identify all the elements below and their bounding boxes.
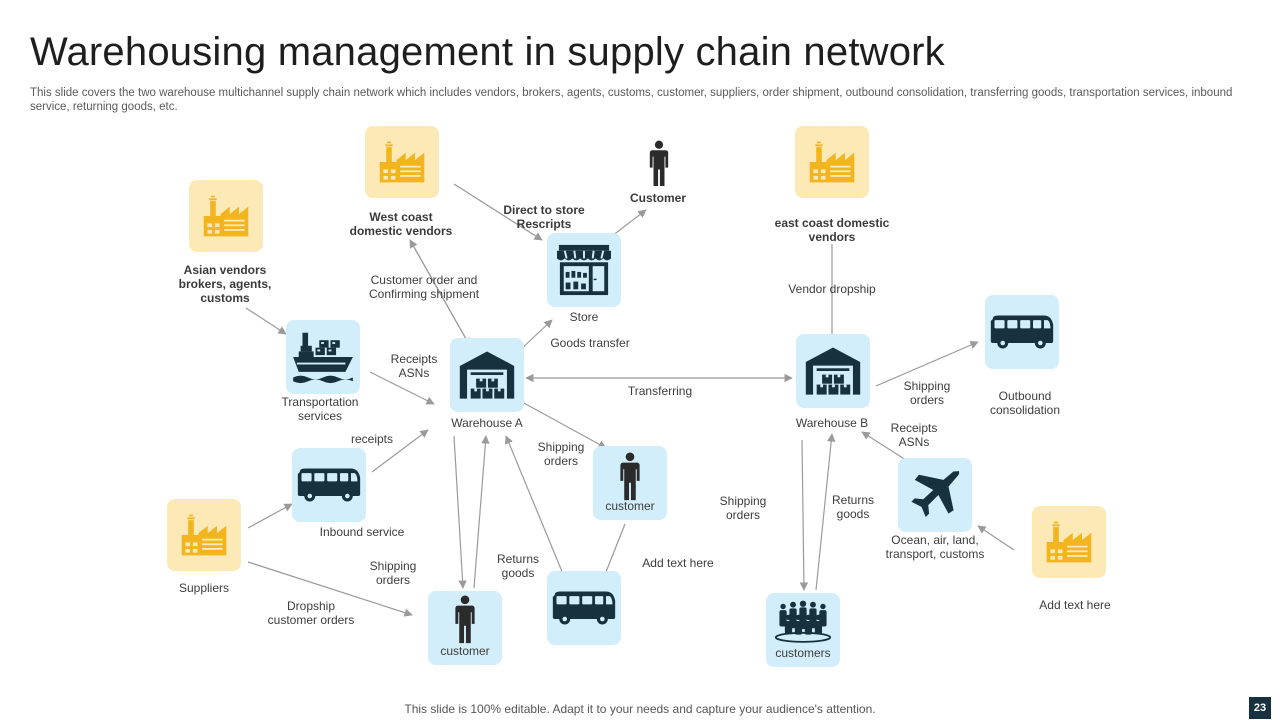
arrow-customer-bottom-to-warehouse-a: [473, 435, 490, 589]
returns-goods-b-label: Returns goods: [831, 493, 875, 521]
warehouse-icon: [804, 345, 862, 397]
arrow-ocean-to-warehouse-b: [861, 431, 907, 461]
inbound-label: Inbound service: [319, 525, 405, 539]
customer-mid-tile: [593, 446, 667, 520]
store-tile: [547, 233, 621, 307]
customer-mid-label: customer: [605, 499, 655, 513]
arrow-asian-to-transport: [245, 307, 287, 335]
transferring-label: Transferring: [627, 384, 693, 398]
customers-tile: [766, 593, 840, 667]
van-icon: [989, 313, 1055, 351]
person-icon: [648, 140, 670, 188]
arrow-warehouse-b-to-customers: [799, 439, 809, 591]
store-label: Store: [569, 310, 599, 324]
airplane-icon: [908, 468, 962, 522]
dropship-label: Dropship customer orders: [267, 599, 355, 627]
shipping-orders-b-label: Shipping orders: [719, 494, 767, 522]
factory-icon: [806, 139, 858, 185]
receipts-label: receipts: [350, 432, 394, 446]
warehouse-icon: [458, 349, 516, 401]
factory-icon: [200, 193, 252, 239]
van-tile: [547, 571, 621, 645]
shipping-orders-mid-label: Shipping orders: [537, 440, 585, 468]
arrow-warehouse-a-to-customer-mid: [521, 401, 607, 449]
direct-to-store-label: Direct to store Rescripts: [503, 203, 585, 231]
customer-top-label: Customer: [629, 191, 687, 205]
customer-bottom-label: customer: [440, 644, 490, 658]
transportation-label: Transportation services: [281, 395, 359, 423]
warehouse-b-label: Warehouse B: [795, 416, 869, 430]
shipping-orders-outbound-label: Shipping orders: [903, 379, 951, 407]
west-coast-vendor-tile: [365, 126, 439, 198]
vendor-dropship-label: Vendor dropship: [788, 282, 876, 296]
arrow-van-to-warehouse-a: [505, 435, 569, 587]
arrow-westcoast-to-warehouse-a: [409, 239, 471, 347]
customer-bottom-tile: [428, 591, 502, 665]
page-title: Warehousing management in supply chain n…: [30, 30, 945, 74]
person-icon: [618, 452, 642, 502]
factory-icon: [178, 512, 230, 558]
arrow-addtext-to-ocean: [977, 525, 1015, 551]
suppliers-label: Suppliers: [178, 581, 230, 595]
arrow-suppliers-to-inbound: [247, 503, 293, 529]
ocean-label: Ocean, air, land, transport, customs: [885, 533, 985, 561]
add-text-mid-label: Add text here: [642, 556, 714, 570]
customers-label: customers: [775, 646, 831, 660]
arrow-westcoast-to-store: [453, 183, 543, 241]
cargo-ship-icon: [291, 329, 355, 385]
add-text-vendor-tile: [1032, 506, 1106, 578]
van-icon: [296, 466, 362, 504]
factory-icon: [376, 139, 428, 185]
receipts-asns-a-label: Receipts ASNs: [390, 352, 438, 380]
store-icon: [555, 243, 613, 297]
asian-vendors-label: Asian vendors brokers, agents, customs: [178, 263, 272, 305]
east-coast-vendor-tile: [795, 126, 869, 198]
receipts-asns-b-label: Receipts ASNs: [890, 421, 938, 449]
van-icon: [551, 589, 617, 627]
page-number-badge: 23: [1249, 697, 1271, 719]
footer-note: This slide is 100% editable. Adapt it to…: [404, 702, 876, 716]
west-coast-label: West coast domestic vendors: [349, 210, 453, 238]
arrow-customers-to-warehouse-b: [815, 433, 836, 591]
shipping-orders-left-label: Shipping orders: [369, 559, 417, 587]
arrow-transport-to-warehouse-a: [369, 371, 435, 405]
east-coast-label: east coast domestic vendors: [774, 216, 890, 244]
goods-transfer-label: Goods transfer: [550, 336, 630, 350]
returns-goods-a-label: Returns goods: [496, 552, 540, 580]
ocean-tile: [898, 458, 972, 532]
arrow-inbound-to-warehouse-a: [371, 429, 429, 473]
people-group-icon: [774, 599, 832, 643]
suppliers-tile: [167, 499, 241, 571]
outbound-tile: [985, 295, 1059, 369]
outbound-label: Outbound consolidation: [989, 389, 1061, 417]
add-text-right-label: Add text here: [1039, 598, 1111, 612]
customer-order-label: Customer order and Confirming shipment: [368, 273, 480, 301]
asian-vendor-tile: [189, 180, 263, 252]
arrow-store-to-customer: [611, 209, 647, 237]
arrow-warehouse-b-to-outbound: [875, 341, 979, 387]
arrow-suppliers-to-customer: [247, 561, 413, 617]
factory-icon: [1043, 519, 1095, 565]
person-icon: [453, 595, 477, 645]
arrow-warehouse-a-to-customer-bottom: [453, 435, 467, 589]
inbound-tile: [292, 448, 366, 522]
warehouse-a-tile: [450, 338, 524, 412]
page-subtitle: This slide covers the two warehouse mult…: [30, 87, 1233, 113]
transportation-tile: [286, 320, 360, 394]
warehouse-a-label: Warehouse A: [451, 416, 523, 430]
warehouse-b-tile: [796, 334, 870, 408]
